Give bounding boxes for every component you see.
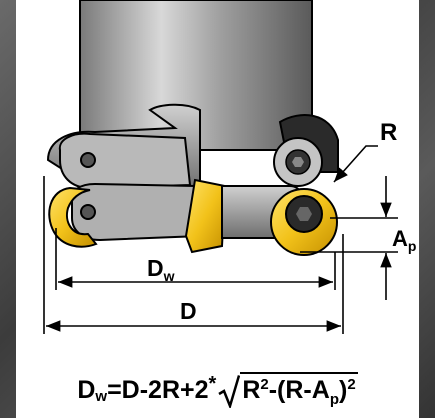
radicand-close: ) (338, 376, 348, 404)
hex-socket-upper-icon (292, 157, 304, 167)
radicand-close-sup: 2 (347, 376, 356, 393)
insert-pocket-upper (58, 132, 192, 190)
radicand-r: R (242, 376, 261, 404)
r-leader-line (333, 145, 378, 183)
insert-left (48, 186, 98, 248)
radicand-mid: -(R-A (268, 376, 330, 404)
formula-eq-part: =D-2R+2 (107, 375, 209, 404)
formula-lhs-sub: w (95, 387, 108, 405)
radicand-r-sup: 2 (260, 376, 269, 393)
label-dw: Dw (147, 255, 175, 284)
label-d: D (180, 298, 197, 324)
screw-left-lower (80, 204, 96, 220)
label-ap: Ap (392, 226, 416, 254)
label-r: R (380, 119, 397, 146)
insert-center (184, 178, 227, 254)
formula-lhs: D (77, 375, 96, 404)
formula-star: * (208, 372, 217, 395)
sqrt-radicand: R2-(R-Ap)2 (240, 372, 358, 408)
radicand-ap-sub: p (329, 391, 339, 408)
sqrt-group: R2-(R-Ap)2 (218, 372, 358, 408)
screw-left-upper (80, 152, 96, 168)
hex-socket-lower-icon (296, 207, 312, 221)
sqrt-radical-icon (218, 375, 241, 408)
